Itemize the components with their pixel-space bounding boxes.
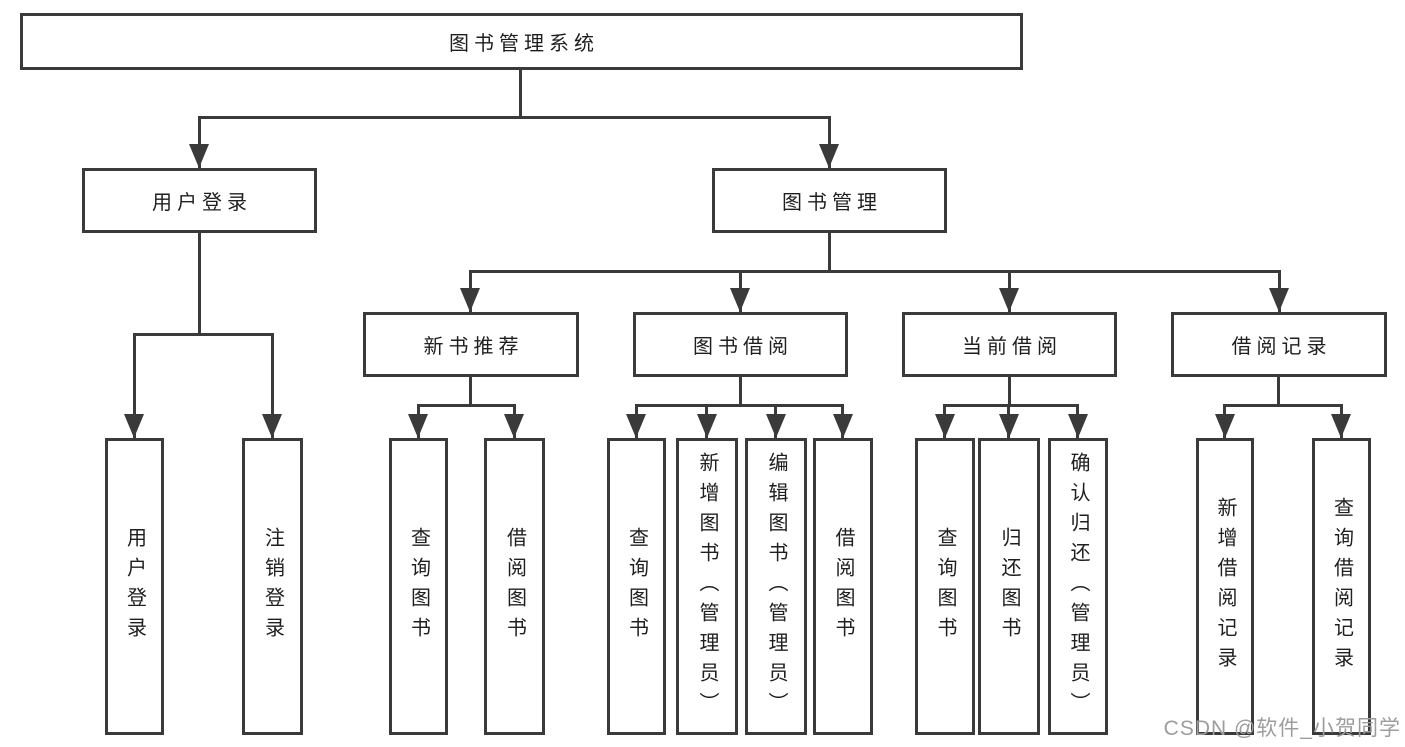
edge-root-splitter [198,116,831,119]
leaf-edit-books-admin-label: 编辑图书（管理员） [765,451,787,722]
leaf-edit-books-admin: 编辑图书（管理员） [745,438,807,735]
leaf-query-books-2: 查询图书 [607,438,666,735]
node-new-book-recommend: 新书推荐 [363,312,579,377]
arrowhead-to-leaf-query-books-1 [408,414,428,438]
node-root: 图书管理系统 [20,13,1023,70]
leaf-user-login-label: 用户登录 [123,526,146,647]
leaf-confirm-return-admin-label: 确认归还（管理员） [1067,451,1089,722]
node-book-management-label: 图书管理 [782,192,882,214]
node-book-borrow-label: 图书借阅 [693,336,793,358]
edge-to-leaf-user-login [133,333,136,438]
edge-current-borrow-stem [1008,376,1011,406]
edge-user-login-splitter [133,333,274,336]
node-root-label: 图书管理系统 [449,33,599,55]
arrowhead-to-leaf-borrow-books-1 [504,414,524,438]
node-current-borrow: 当前借阅 [902,312,1117,377]
leaf-query-books-2-label: 查询图书 [625,526,648,647]
leaf-return-books-label: 归还图书 [998,526,1020,647]
edge-to-user-login [198,116,201,168]
leaf-query-books-3-label: 查询图书 [934,526,956,647]
arrowhead-to-book-borrow [730,288,750,312]
edge-new-book-recommend-stem [469,376,472,406]
leaf-add-borrow-record: 新增借阅记录 [1196,438,1254,735]
arrowhead-to-leaf-user-login [124,414,144,438]
arrowhead-to-leaf-return-books [999,414,1019,438]
edge-borrow-records-splitter [1223,404,1342,407]
edge-root-stem [519,69,522,118]
leaf-add-books-admin-label: 新增图书（管理员） [696,451,718,722]
leaf-add-borrow-record-label: 新增借阅记录 [1214,496,1236,677]
edge-current-borrow-splitter [943,404,1079,407]
edge-user-login-stem [198,233,201,335]
arrowhead-to-user-login [189,144,209,168]
arrowhead-to-leaf-query-books-3 [935,414,955,438]
edge-book-borrow-stem [739,376,742,406]
csdn-watermark: CSDN @软件_小贺同学 [1163,717,1401,740]
arrowhead-to-leaf-edit-books-admin [766,414,786,438]
leaf-borrow-books-2-label: 借阅图书 [832,526,854,647]
leaf-query-books-1-label: 查询图书 [407,526,430,647]
edge-to-leaf-logout [271,333,274,438]
arrowhead-to-current-borrow [999,288,1019,312]
arrowhead-to-book-management [819,144,839,168]
arrowhead-to-leaf-logout [262,414,282,438]
node-user-login: 用户登录 [82,168,317,233]
leaf-add-books-admin: 新增图书（管理员） [676,438,738,735]
arrowhead-to-new-book-recommend [460,288,480,312]
leaf-user-login: 用户登录 [105,438,164,735]
node-book-borrow: 图书借阅 [633,312,848,377]
edge-book-management-splitter [469,270,1280,273]
leaf-borrow-books-1-label: 借阅图书 [503,526,526,647]
arrowhead-to-leaf-borrow-books-2 [833,414,853,438]
arrowhead-to-leaf-add-books-admin [697,414,717,438]
leaf-logout-label: 注销登录 [261,526,284,647]
node-new-book-recommend-label: 新书推荐 [423,336,524,358]
edge-borrow-records-stem [1277,376,1280,406]
edge-book-borrow-splitter [635,404,844,407]
node-current-borrow-label: 当前借阅 [962,336,1062,358]
leaf-borrow-books-2: 借阅图书 [813,438,873,735]
leaf-confirm-return-admin: 确认归还（管理员） [1048,438,1108,735]
edge-book-management-stem [828,233,831,273]
node-book-management: 图书管理 [712,168,947,233]
arrowhead-to-leaf-add-borrow-record [1215,414,1235,438]
arrowhead-to-borrow-records [1269,288,1289,312]
node-borrow-records: 借阅记录 [1171,312,1387,377]
node-user-login-label: 用户登录 [152,192,252,214]
arrowhead-to-leaf-confirm-return-admin [1068,414,1088,438]
edge-to-book-management [828,116,831,168]
arrowhead-to-leaf-query-books-2 [626,414,646,438]
leaf-borrow-books-1: 借阅图书 [484,438,545,735]
node-borrow-records-label: 借阅记录 [1231,336,1332,358]
leaf-query-books-3: 查询图书 [915,438,975,735]
arrowhead-to-leaf-query-borrow-record [1331,414,1351,438]
leaf-return-books: 归还图书 [978,438,1040,735]
leaf-query-books-1: 查询图书 [389,438,448,735]
leaf-logout: 注销登录 [242,438,303,735]
edge-new-book-recommend-splitter [417,404,516,407]
leaf-query-borrow-record: 查询借阅记录 [1312,438,1371,735]
leaf-query-borrow-record-label: 查询借阅记录 [1330,496,1353,677]
